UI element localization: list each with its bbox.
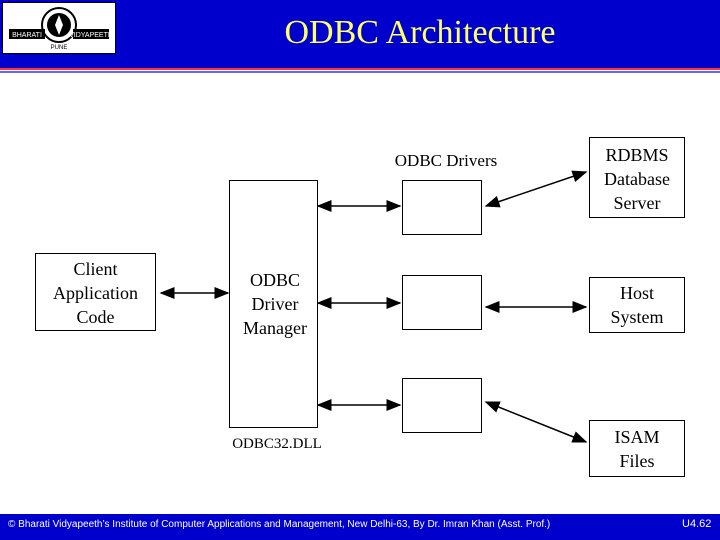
rdbms-box: [589, 137, 685, 218]
drivers-label: ODBC Drivers: [394, 151, 498, 170]
client-label-line-2: Application: [53, 283, 138, 303]
rdbms-label-line-1: RDBMS: [605, 145, 669, 165]
arrow-driver3-isam: [484, 401, 588, 443]
client-label-line-1: Client: [73, 259, 118, 279]
page-number: U4.62: [682, 518, 712, 530]
rdbms-label-line-3: Server: [613, 193, 661, 213]
host-label-line-2: System: [610, 307, 664, 327]
rdbms-label-line-2: Database: [604, 169, 670, 189]
logo-text-bottom: PUNE: [51, 45, 68, 51]
arrow-driver1-rdbms: [484, 170, 588, 208]
driver-manager-box: [229, 180, 318, 428]
footer-bar: [0, 514, 720, 540]
driver-box-1: [402, 180, 482, 235]
footer-copyright: © Bharati Vidyapeeth’s Institute of Comp…: [8, 519, 551, 530]
isam-label-line-2: Files: [619, 451, 655, 471]
isam-label-line-1: ISAM: [614, 427, 660, 447]
logo-text-left: BHARATI: [12, 32, 42, 39]
client-application-box: [35, 253, 156, 331]
header-stripe-white: [0, 70, 720, 71]
manager-label-line-2: Driver: [251, 294, 299, 314]
slide-title: ODBC Architecture: [284, 14, 556, 51]
header-stripe-blue: [0, 71, 720, 73]
manager-label-line-3: Manager: [243, 318, 307, 338]
dll-label: ODBC32.DLL: [232, 436, 322, 452]
header-stripe-red: [0, 68, 720, 70]
driver-box-3: [402, 378, 482, 433]
host-system-box: [589, 277, 685, 333]
header-bar: [0, 0, 720, 68]
host-label-line-1: Host: [619, 283, 654, 303]
client-label-line-3: Code: [76, 307, 115, 327]
manager-label-line-1: ODBC: [249, 270, 300, 290]
isam-files-box: [589, 420, 685, 477]
logo-text-right: VIDYAPEETH: [69, 32, 113, 39]
driver-box-2: [402, 275, 482, 330]
institute-logo: BHARATI VIDYAPEETH PUNE: [2, 2, 116, 54]
